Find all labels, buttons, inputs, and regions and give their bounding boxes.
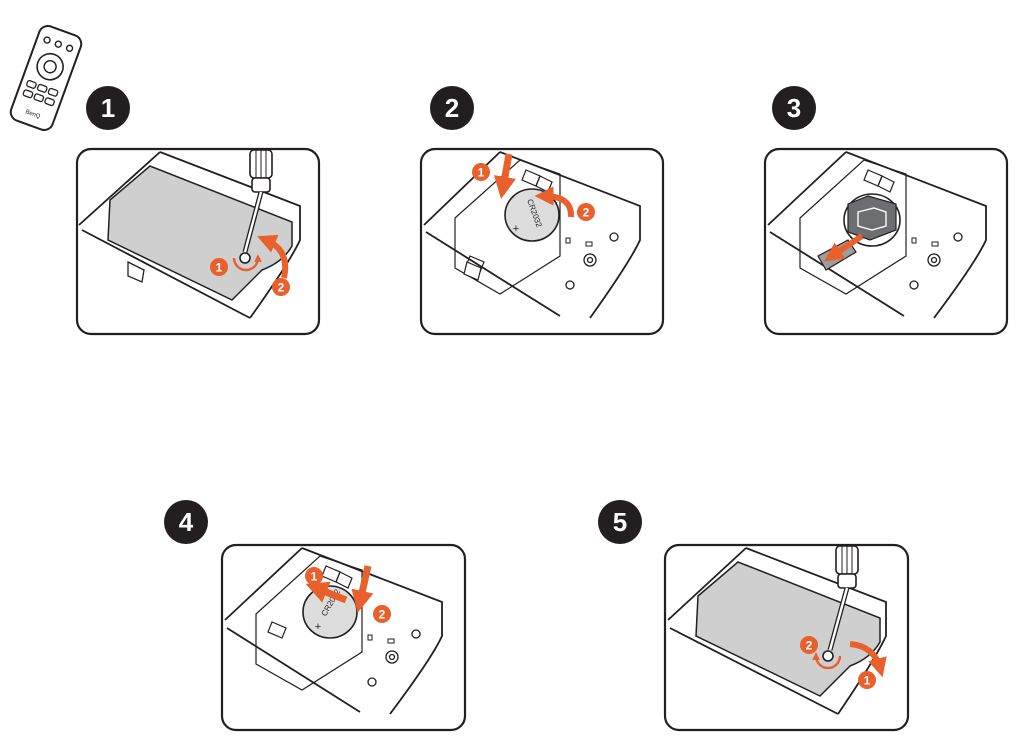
step-badge-3: 3 bbox=[772, 86, 816, 130]
svg-text:2: 2 bbox=[379, 608, 386, 622]
svg-text:1: 1 bbox=[311, 570, 318, 584]
arrow-icon bbox=[493, 153, 516, 200]
step-badge-4: 4 bbox=[164, 500, 208, 544]
arrow-icon bbox=[305, 581, 348, 604]
svg-text:3: 3 bbox=[787, 93, 801, 123]
step-2-panel: CR2032 + 1 2 bbox=[419, 147, 665, 336]
svg-text:2: 2 bbox=[445, 93, 459, 123]
arrow-icon bbox=[824, 233, 864, 262]
screwdriver-icon bbox=[827, 545, 859, 651]
arrow-icon bbox=[257, 234, 289, 279]
step-badge-5: 5 bbox=[598, 500, 642, 544]
svg-text:2: 2 bbox=[278, 281, 285, 295]
battery-cover bbox=[107, 165, 293, 301]
arrow-icon bbox=[849, 641, 887, 678]
arrow-icon bbox=[534, 186, 574, 218]
svg-text:+: + bbox=[513, 223, 519, 235]
step-badge-2: 2 bbox=[430, 86, 474, 130]
step-3-panel bbox=[763, 147, 1009, 336]
step-5-panel: 2 1 bbox=[663, 543, 910, 732]
step-4-panel: CR2032 + 1 2 bbox=[220, 543, 467, 732]
step-badge-1: 1 bbox=[86, 86, 130, 130]
svg-text:2: 2 bbox=[806, 639, 813, 653]
screwdriver-icon bbox=[242, 149, 273, 253]
arrow-icon bbox=[351, 565, 374, 613]
svg-text:2: 2 bbox=[583, 206, 590, 220]
step-1-panel: 1 2 bbox=[75, 147, 321, 336]
svg-text:1: 1 bbox=[478, 166, 485, 180]
rotate-arrow-icon bbox=[232, 254, 262, 272]
svg-text:1: 1 bbox=[216, 261, 223, 275]
rotate-arrow-icon bbox=[812, 652, 842, 670]
battery-cradle bbox=[847, 195, 897, 241]
svg-text:1: 1 bbox=[101, 93, 115, 123]
svg-text:+: + bbox=[315, 621, 321, 633]
remote-brand: BenQ bbox=[24, 109, 41, 120]
svg-text:5: 5 bbox=[613, 507, 627, 537]
battery-cover bbox=[695, 561, 881, 697]
svg-text:4: 4 bbox=[179, 507, 194, 537]
svg-text:1: 1 bbox=[864, 674, 871, 688]
remote-control-icon: BenQ bbox=[9, 25, 83, 131]
